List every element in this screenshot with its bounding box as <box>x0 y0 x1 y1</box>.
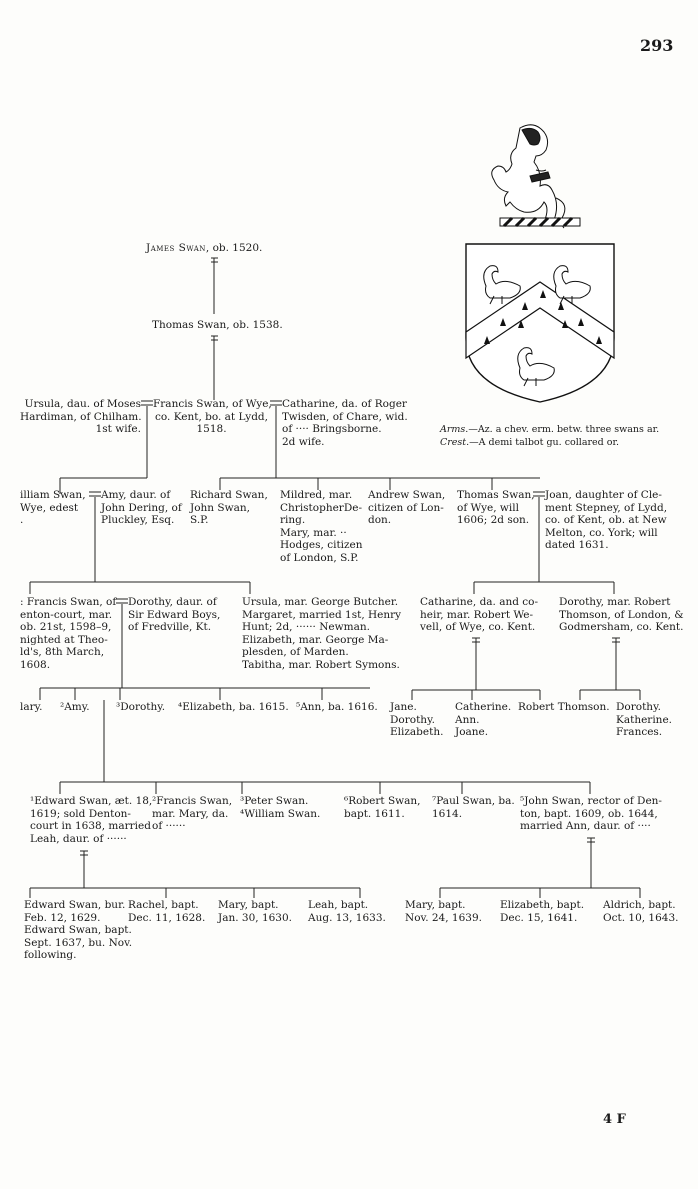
catharine-wevell: Catharine, da. and co- heir, mar. Robert… <box>420 596 539 633</box>
francis-swan-gen7: ²Francis Swan, mar. Mary, da. of ······ <box>152 795 233 832</box>
ursula-sisters: Ursula, mar. George Butcher. Margaret, m… <box>242 596 402 671</box>
paul-swan-1614: ⁷Paul Swan, ba. 1614. <box>432 795 515 820</box>
jane-dorothy-elizabeth: Jane. Dorothy. Elizabeth. <box>390 701 444 738</box>
aldrich-1643: Aldrich, bapt. Oct. 10, 1643. <box>603 899 679 924</box>
andrew-swan: Andrew Swan, citizen of Lon- don. <box>368 489 446 526</box>
amy-dering: Amy, daur. of John Dering, of Pluckley, … <box>101 489 182 526</box>
william-swan: illiam Swan, Wye, edest . <box>20 489 86 526</box>
edward-swan-1629: Edward Swan, bur. Feb. 12, 1629. Edward … <box>24 899 133 961</box>
catherine-ann-joane: Catherine. Ann. Joane. <box>455 701 512 738</box>
francis-swan-1518: Francis Swan, of Wye, co. Kent, bo. at L… <box>153 398 272 435</box>
joan-stepney: Joan, daughter of Cle- ment Stepney, of … <box>545 489 668 551</box>
ursula-hardiman: Ursula, dau. of Moses Hardiman, of Chilh… <box>20 398 142 435</box>
leah-1633: Leah, bapt. Aug. 13, 1633. <box>308 899 386 924</box>
mary-1639: Mary, bapt. Nov. 24, 1639. <box>405 899 482 924</box>
rachel-1628: Rachel, bapt. Dec. 11, 1628. <box>128 899 206 924</box>
catharine-twisden: Catharine, da. of Roger Twisden, of Char… <box>282 398 408 448</box>
francis-swan-denton: : Francis Swan, of enton-court, mar. ob.… <box>20 596 117 671</box>
richard-john-swan: Richard Swan, John Swan, S.P. <box>190 489 268 526</box>
mary-1630: Mary, bapt. Jan. 30, 1630. <box>218 899 293 924</box>
elizabeth-gen6: ⁴Elizabeth, ba. 1615. <box>178 701 289 713</box>
james-swan: James Swan, ob. 1520. <box>146 242 263 254</box>
coat-of-arms-image <box>465 124 615 403</box>
robert-swan-1611: ⁶Robert Swan, bapt. 1611. <box>344 795 421 820</box>
dorothy-katherine-frances: Dorothy. Katherine. Frances. <box>616 701 672 738</box>
dorothy-boys: Dorothy, daur. of Sir Edward Boys, of Fr… <box>128 596 221 633</box>
elizabeth-1641: Elizabeth, bapt. Dec. 15, 1641. <box>500 899 585 924</box>
swan-icon <box>553 265 591 305</box>
peter-william-swan: ³Peter Swan. ⁴William Swan. <box>240 795 321 820</box>
thomas-swan-1538: Thomas Swan, ob. 1538. <box>152 319 283 331</box>
john-swan-rector: ⁵John Swan, rector of Den- ton, bapt. 16… <box>520 795 662 832</box>
signature-mark: 4 F <box>603 1112 626 1127</box>
swan-icon <box>517 347 555 387</box>
thomas-swan-1606: Thomas Swan, of Wye, will 1606; 2d son. <box>457 489 535 526</box>
swan-icon <box>483 265 521 305</box>
edward-swan-1619: ¹Edward Swan, æt. 18, 1619; sold Denton-… <box>30 795 153 845</box>
robert-thomson: Robert Thomson. <box>518 701 610 713</box>
mildred-mary: Mildred, mar. ChristopherDe- ring. Mary,… <box>280 489 363 564</box>
page-number: 293 <box>640 36 674 55</box>
arms-blazon: Arms.—Az. a chev. erm. betw. three swans… <box>440 424 660 435</box>
ann-gen6: ⁵Ann, ba. 1616. <box>296 701 378 713</box>
mary-gen6: lary. <box>20 701 43 713</box>
dorothy-gen6: ³Dorothy. <box>116 701 166 713</box>
crest-blazon: Crest.—A demi talbot gu. collared or. <box>440 437 619 448</box>
dorothy-thomson: Dorothy, mar. Robert Thomson, of London,… <box>559 596 684 633</box>
amy-gen6: ²Amy. <box>60 701 90 713</box>
